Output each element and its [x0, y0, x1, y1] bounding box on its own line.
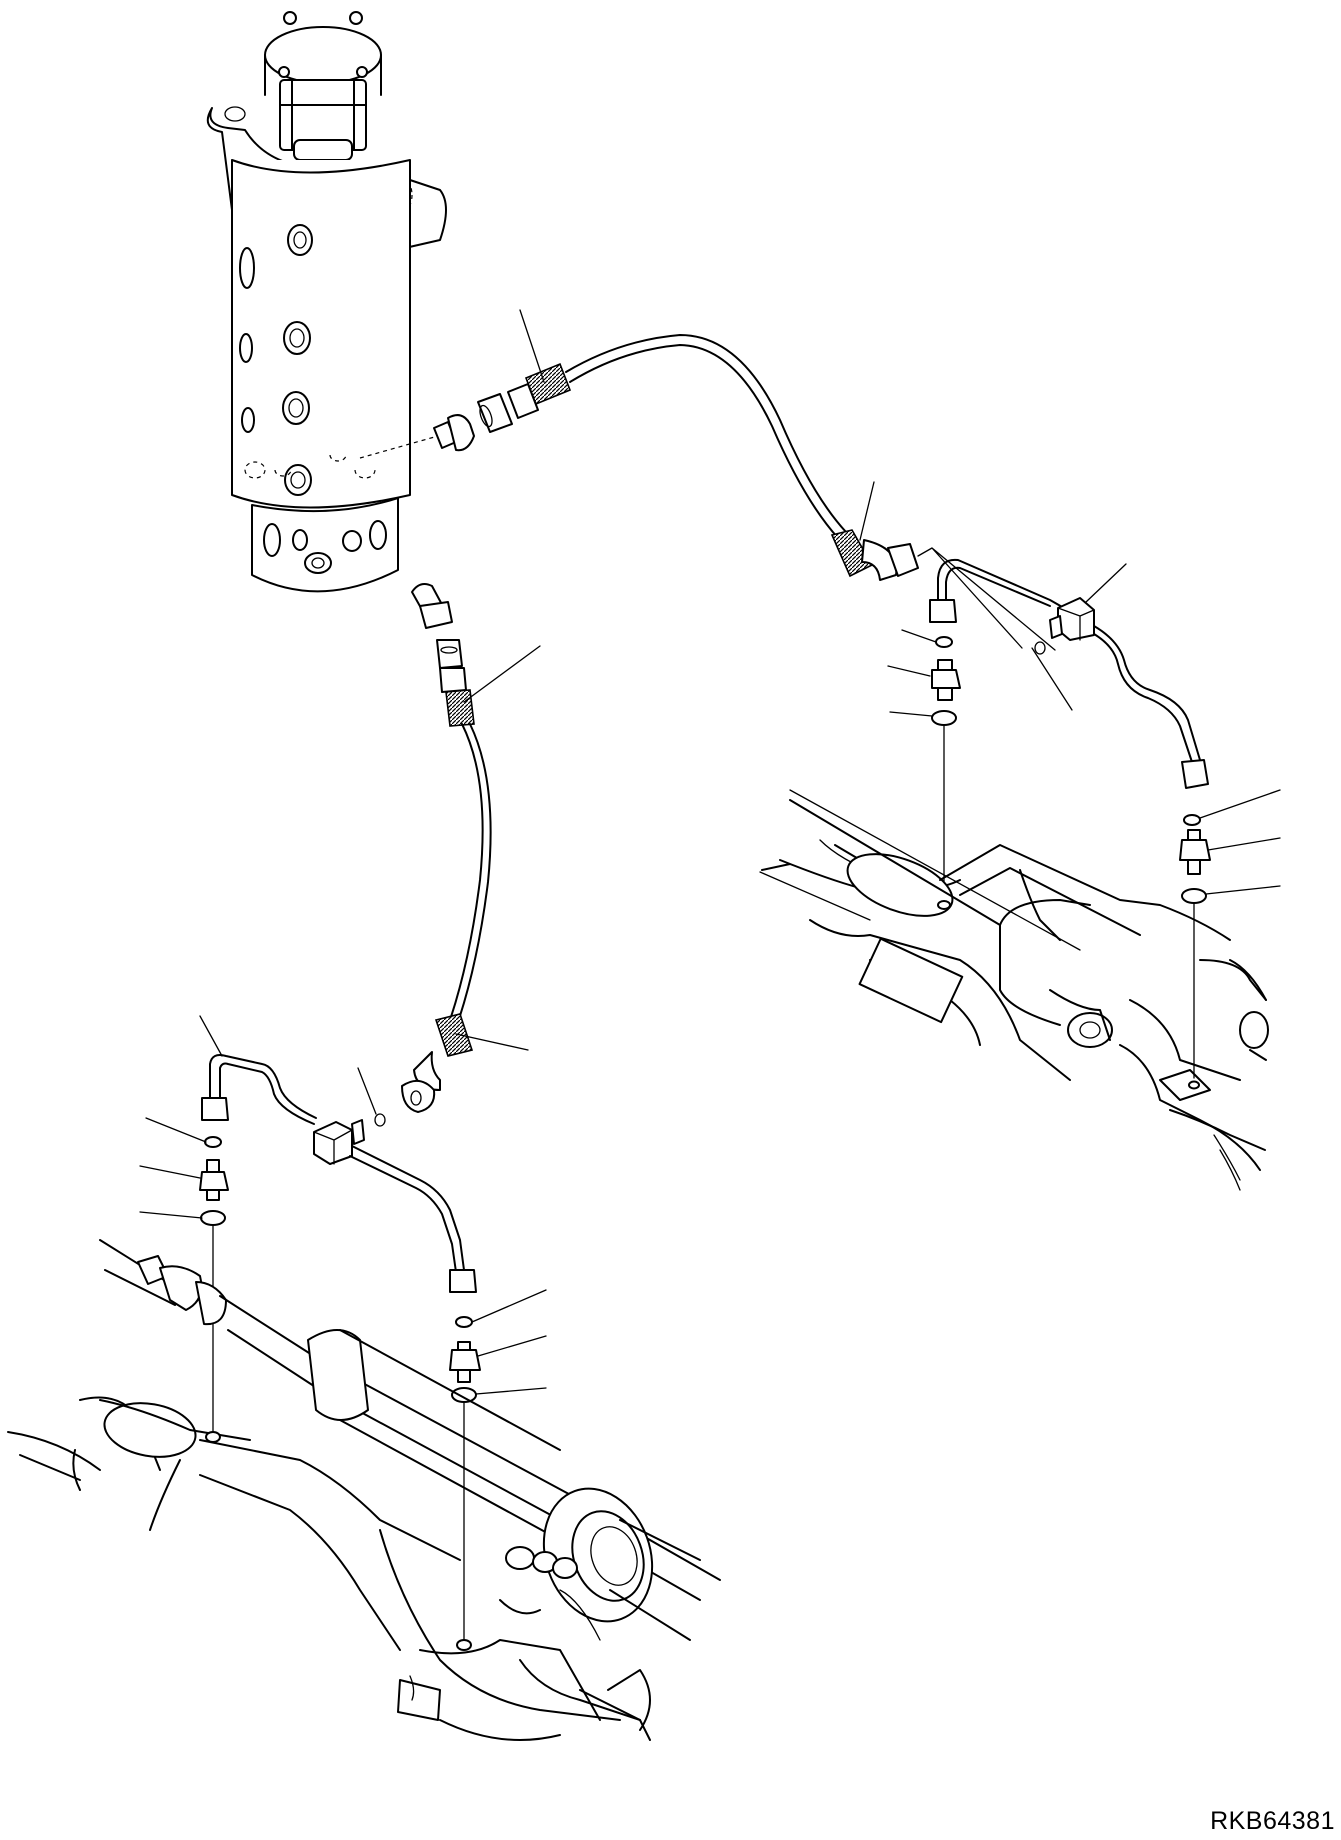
- right-boom-frame: [760, 790, 1268, 1190]
- swivel-joint: [208, 12, 446, 591]
- right-tube-assembly: [918, 548, 1210, 1078]
- upper-hose-assembly: [434, 335, 918, 580]
- callout-leaders: [140, 310, 1280, 1394]
- assembly-line: [360, 436, 438, 458]
- left-boom-cylinder: [8, 1240, 720, 1740]
- lower-tube-assembly: [200, 1055, 480, 1640]
- drawing-number: RKB64381: [1210, 1807, 1335, 1835]
- lower-hose-assembly: [375, 584, 491, 1126]
